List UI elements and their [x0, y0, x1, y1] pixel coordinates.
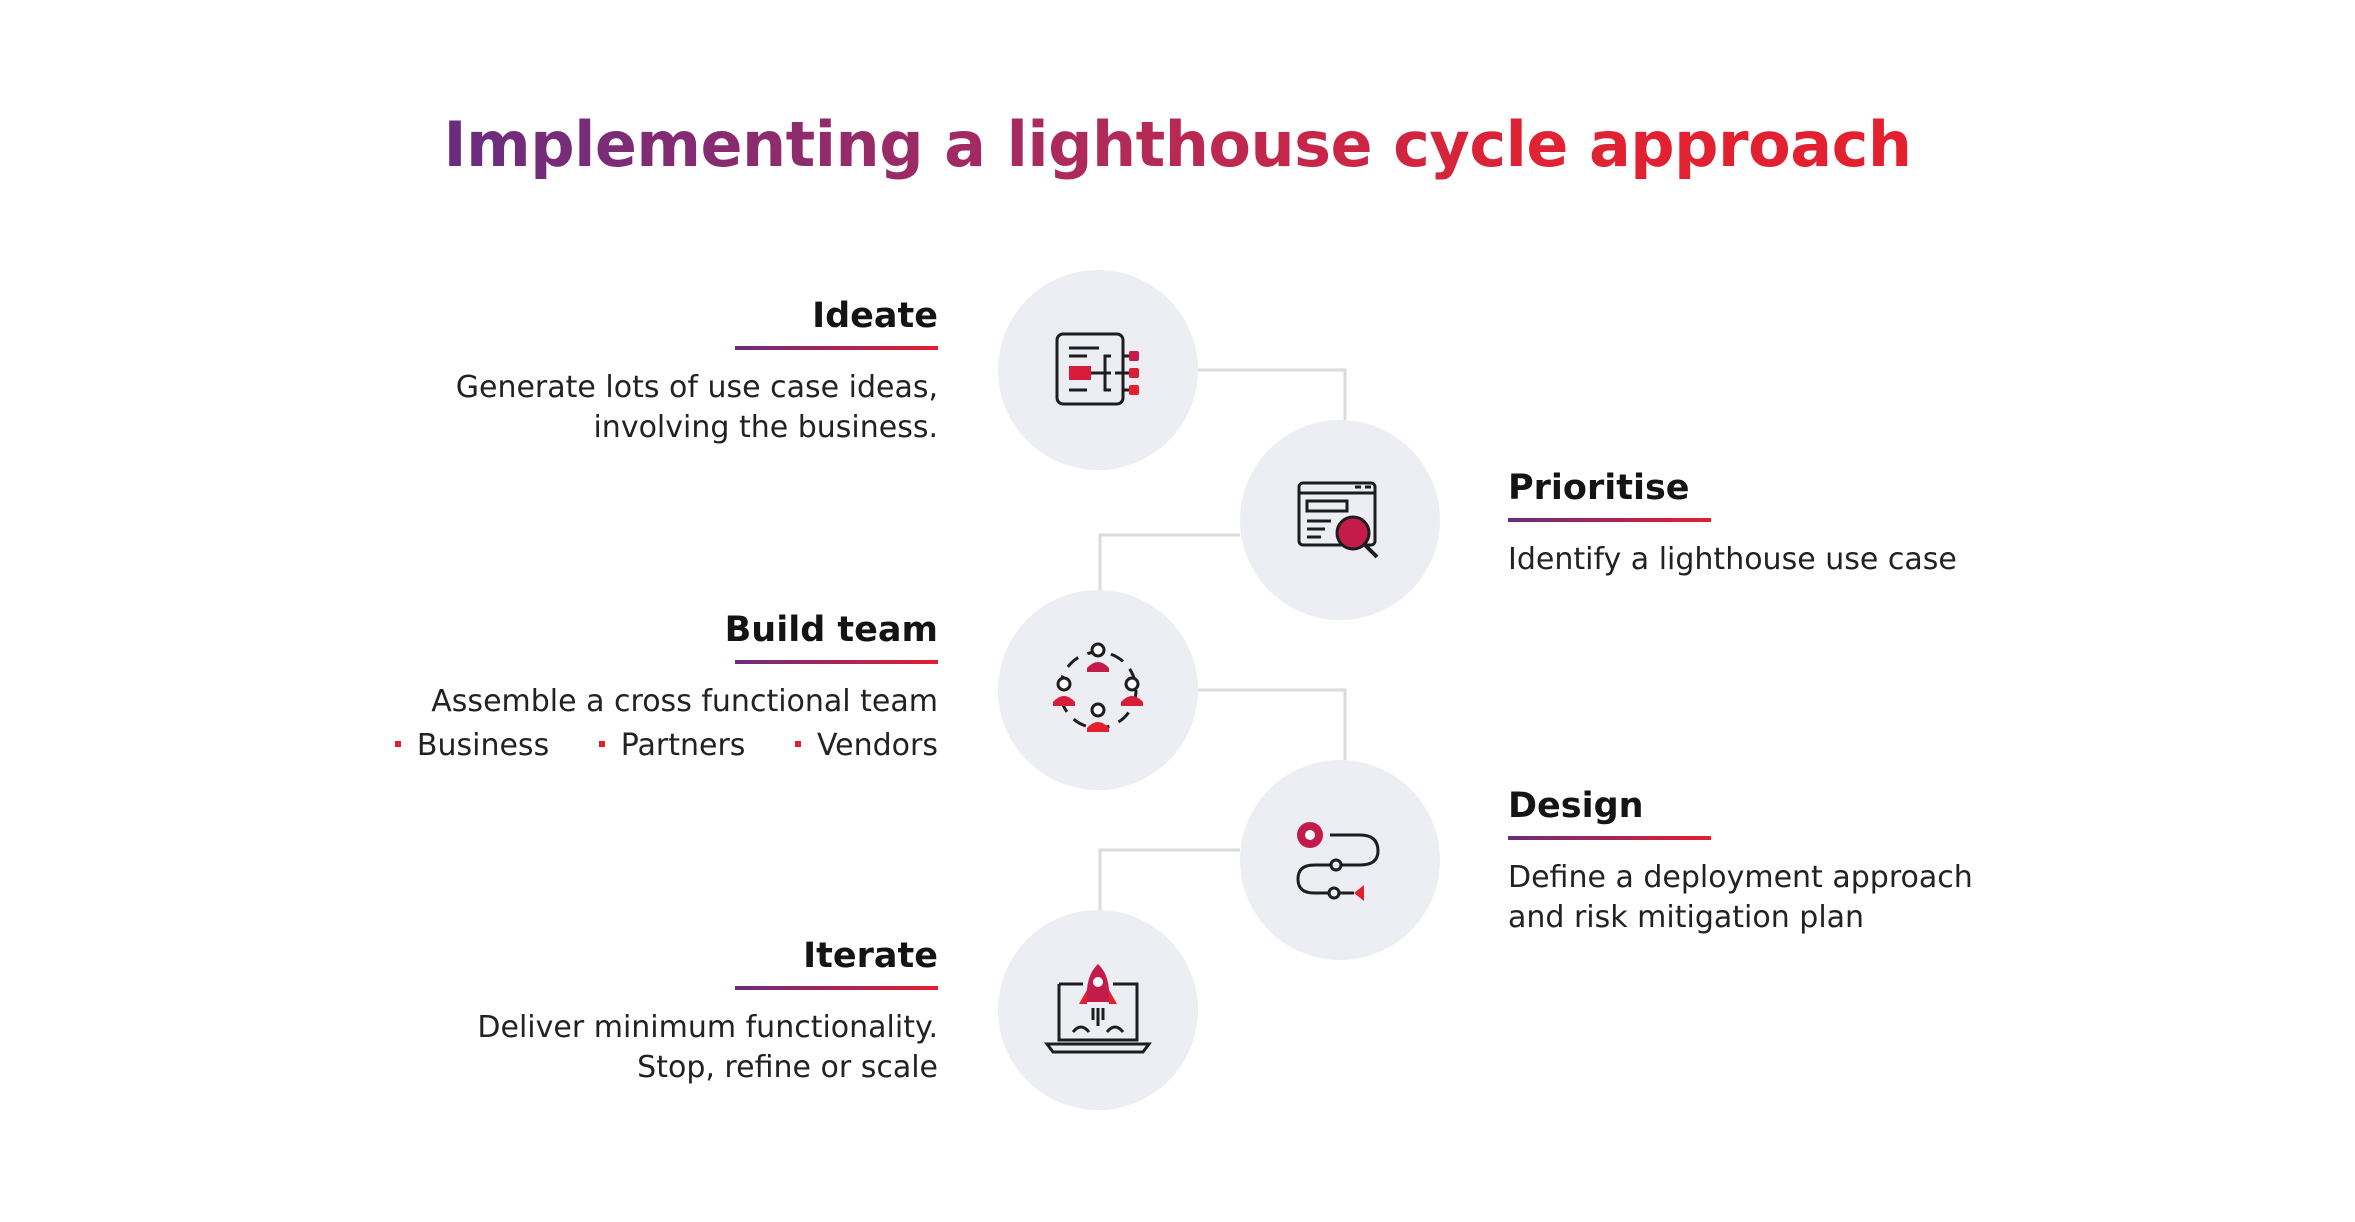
step-title-ideate: Ideate [812, 296, 938, 336]
step-title-iterate: Iterate [803, 936, 938, 976]
connector-prioritise-buildteam [1098, 533, 1240, 590]
bullet-item: Partners [598, 726, 745, 766]
laptop-rocket-icon [1044, 964, 1152, 1054]
step-underline [1508, 836, 1711, 840]
route-path-icon [1296, 822, 1380, 901]
bullet-item: Business [394, 726, 549, 766]
ideate-circle [998, 270, 1198, 470]
step-description-build-team: Assemble a cross functional team [431, 684, 938, 719]
bullet-square-icon [394, 740, 401, 747]
connector-design-iterate [1098, 848, 1240, 910]
step-description-ideate: Generate lots of use case ideas, involvi… [455, 370, 938, 445]
step-underline [735, 986, 938, 990]
step-ideate: Ideate Generate lots of use case ideas, … [456, 294, 938, 448]
prioritise-circle [1240, 420, 1440, 620]
step-underline [735, 346, 938, 350]
build-team-circle [998, 590, 1198, 790]
step-title-design: Design [1508, 786, 1644, 826]
team-bullet-list: Business Partners Vendors [355, 726, 938, 766]
step-description-prioritise: Identify a lighthouse use case [1508, 542, 1957, 577]
step-title-prioritise: Prioritise [1508, 468, 1690, 508]
iterate-circle [998, 910, 1198, 1110]
step-underline [735, 660, 938, 664]
bullet-item: Vendors [794, 726, 938, 766]
step-title-build-team: Build team [724, 610, 938, 650]
document-search-icon [1297, 481, 1379, 559]
step-iterate: Iterate Deliver minimum functionality. S… [477, 934, 938, 1088]
step-description-design: Define a deployment approach and risk mi… [1508, 860, 1973, 935]
ideas-board-icon [1055, 332, 1139, 406]
bullet-square-icon [598, 740, 605, 747]
step-prioritise: Prioritise Identify a lighthouse use cas… [1508, 466, 1957, 580]
design-circle [1240, 760, 1440, 960]
connector-buildteam-design [1195, 688, 1347, 760]
step-underline [1508, 518, 1711, 522]
bullet-square-icon [794, 740, 801, 747]
step-build-team: Build team Assemble a cross functional t… [355, 608, 938, 766]
step-description-iterate: Deliver minimum functionality. Stop, ref… [477, 1010, 938, 1085]
connector-ideate-prioritise [1195, 368, 1347, 420]
team-circle-icon [1053, 642, 1143, 732]
step-design: Design Define a deployment approach and … [1508, 784, 1973, 938]
page-title: Implementing a lighthouse cycle approach [443, 108, 1912, 181]
